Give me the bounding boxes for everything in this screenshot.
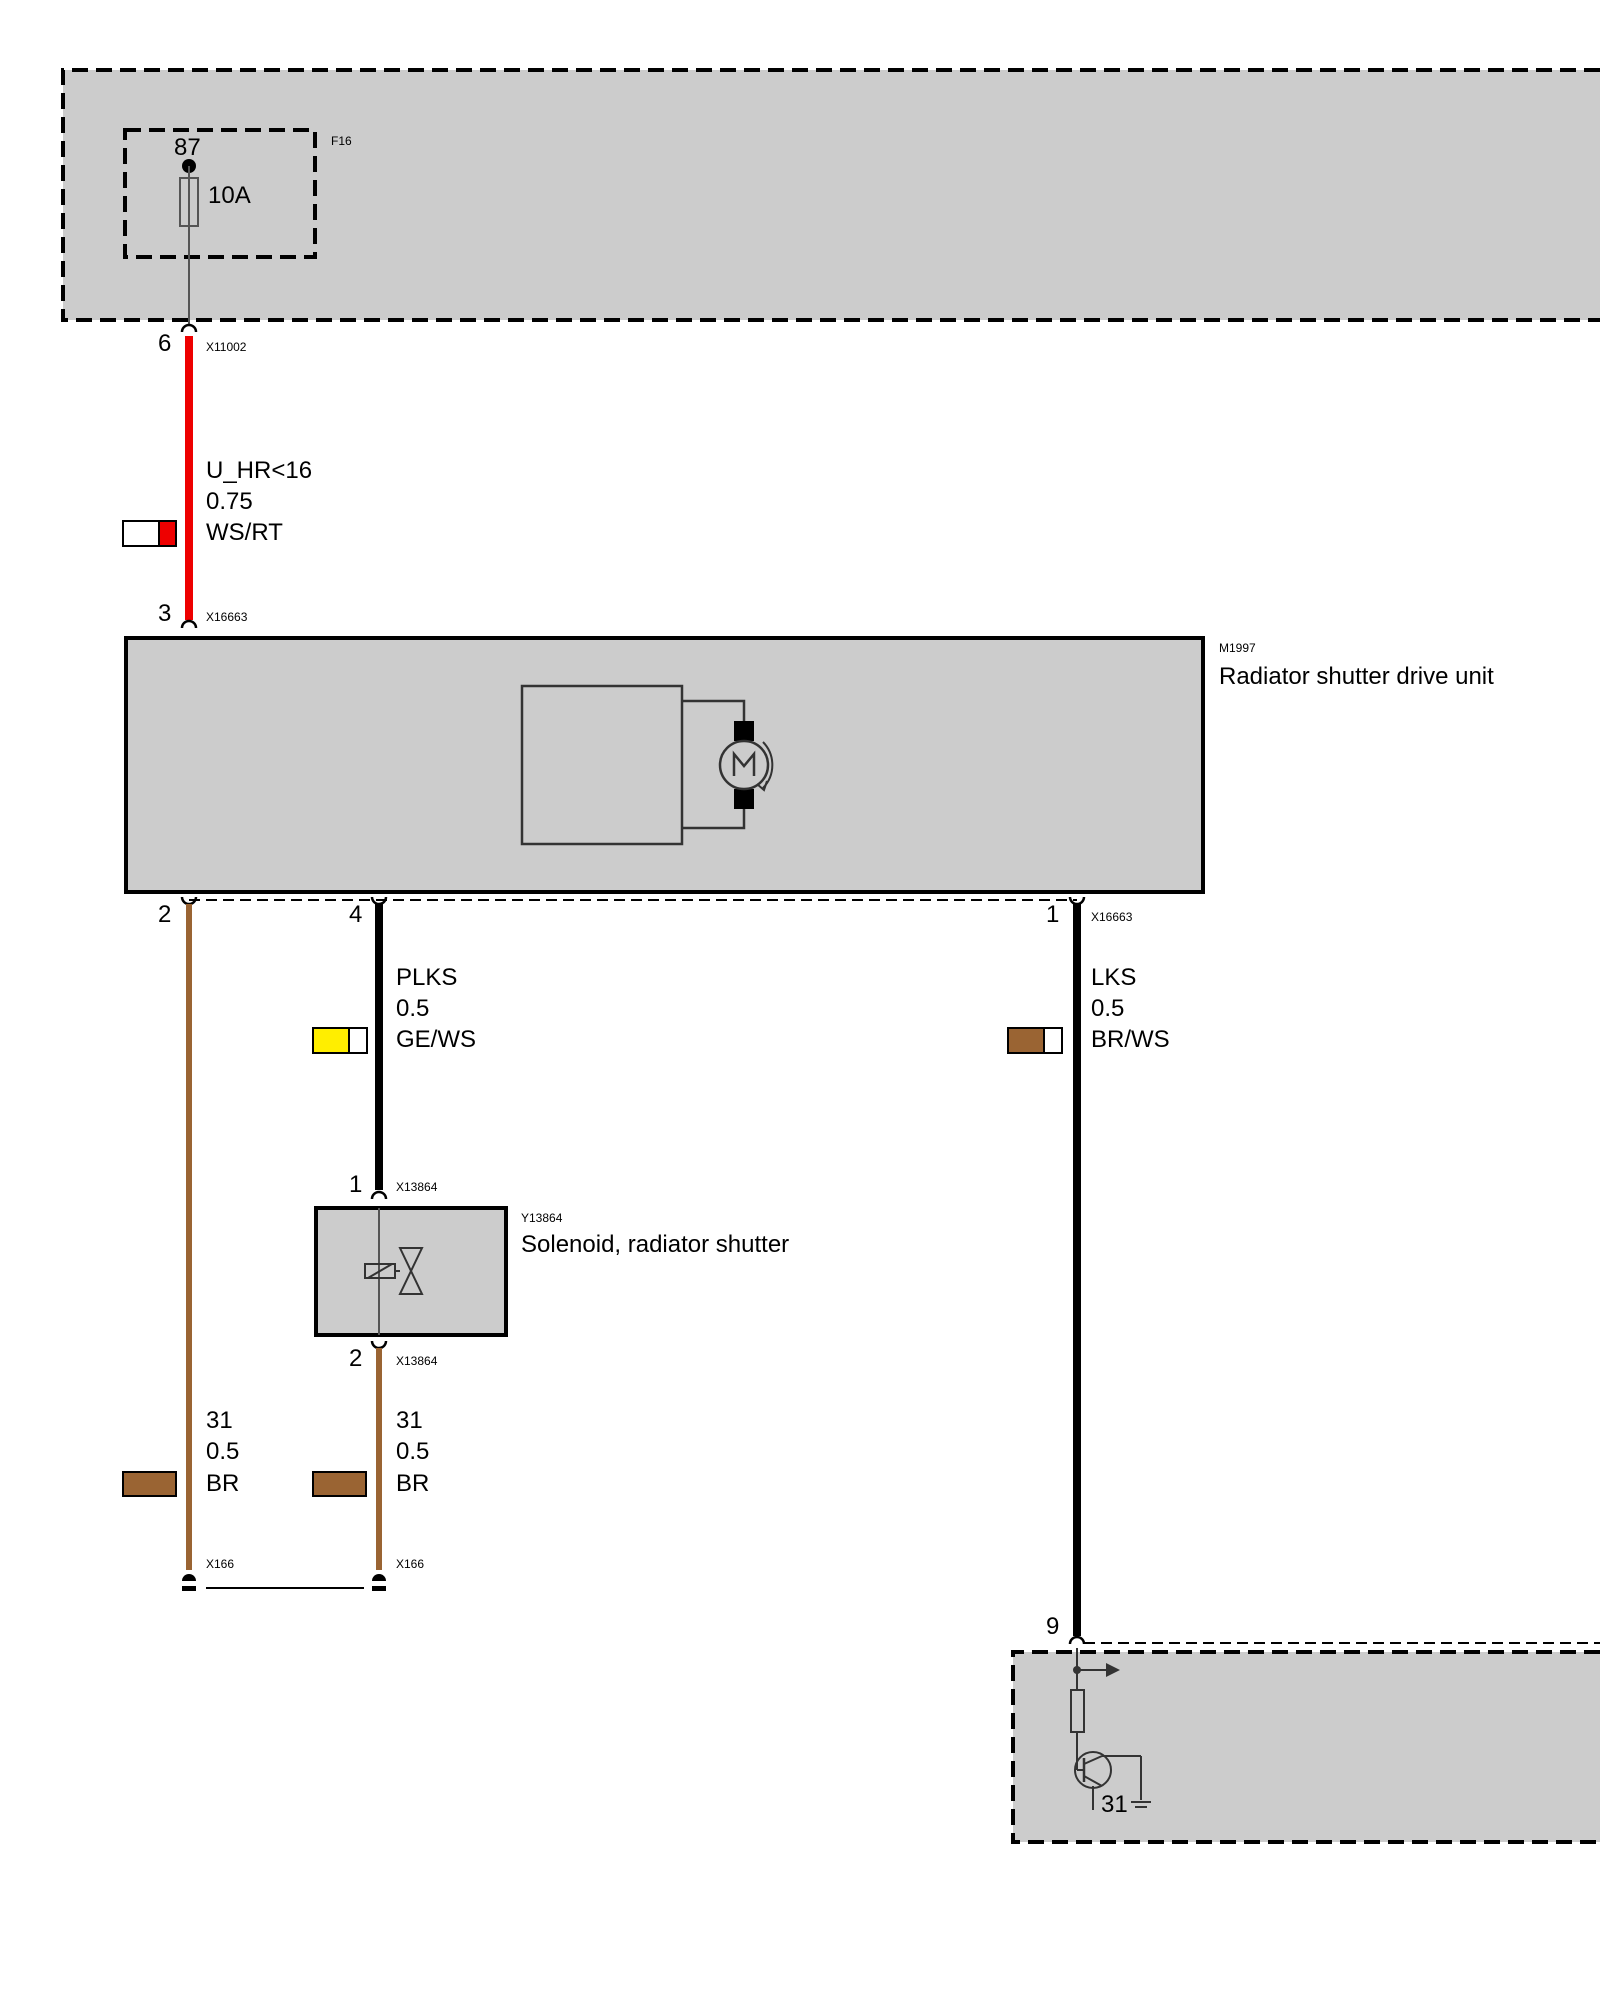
fuse-box [123, 128, 317, 259]
connector-id: X16663 [206, 610, 248, 624]
color-swatch-br-ws [1007, 1027, 1063, 1054]
svg-text:31: 31 [396, 1407, 423, 1434]
color-swatch-br-mid [312, 1471, 367, 1497]
bottom-module: 31 [1011, 1648, 1600, 1844]
svg-text:0.5: 0.5 [396, 995, 429, 1022]
svg-text:BR: BR [396, 1470, 429, 1497]
svg-text:BR: BR [206, 1470, 239, 1497]
connector-id: X11002 [206, 340, 247, 354]
wire-ground-left-label: 31 0.5 BR [206, 1407, 239, 1497]
swatch-primary [312, 1027, 350, 1054]
pin-1-label: 1 [349, 1171, 362, 1198]
top-module: 87 10A F16 [61, 68, 1600, 326]
wire-plks-label: PLKS 0.5 GE/WS [396, 964, 476, 1053]
fuse-terminal-label: 87 [174, 134, 201, 161]
transistor-icon [1074, 1751, 1142, 1810]
arrow-icon [1106, 1663, 1120, 1677]
swatch-primary [1007, 1027, 1045, 1054]
connector-x16663-top: 3 X16663 [158, 600, 248, 629]
fuse-rating: 10A [208, 182, 251, 209]
svg-text:PLKS: PLKS [396, 964, 457, 991]
connector-id-left: X166 [206, 1557, 234, 1571]
solenoid-id: Y13864 [521, 1211, 563, 1225]
swatch-primary [122, 520, 160, 547]
motor-icon [718, 739, 774, 792]
color-swatch-ge-ws [312, 1027, 368, 1054]
ground-label: 31 [1101, 1791, 1128, 1818]
color-swatch-br-left [122, 1471, 177, 1497]
fuse-id: F16 [331, 134, 352, 148]
svg-text:0.5: 0.5 [206, 1438, 239, 1465]
connector-pin-label: 6 [158, 330, 171, 357]
drive-unit-name: Radiator shutter drive unit [1219, 663, 1494, 690]
pin-1-label: 1 [1046, 901, 1059, 928]
connector-x13864-bottom: 2 X13864 [349, 1340, 438, 1372]
svg-text:31: 31 [206, 1407, 233, 1434]
swatch-secondary [158, 520, 177, 547]
pin-2-label: 2 [349, 1345, 362, 1372]
connector-x16663-bottom: 2 4 1 X16663 [158, 896, 1133, 928]
solenoid[interactable]: Y13864 Solenoid, radiator shutter [314, 1206, 789, 1337]
svg-text:WS/RT: WS/RT [206, 519, 283, 546]
svg-text:0.75: 0.75 [206, 488, 253, 515]
svg-text:0.5: 0.5 [396, 1438, 429, 1465]
swatch-secondary [348, 1027, 368, 1054]
connector-id-right: X166 [396, 1557, 424, 1571]
pin-3-label: 3 [158, 600, 171, 627]
ground-icon [1131, 1801, 1151, 1808]
ground-connector-x166: X166 X166 [182, 1557, 424, 1591]
wire-supply-label: U_HR<16 0.75 WS/RT [206, 457, 312, 546]
drive-unit-control-box [520, 684, 684, 846]
pin-2-label: 2 [158, 901, 171, 928]
wire-lks-label: LKS 0.5 BR/WS [1091, 964, 1170, 1053]
connector-id: X13864 [396, 1180, 438, 1194]
svg-text:GE/WS: GE/WS [396, 1026, 476, 1053]
svg-text:LKS: LKS [1091, 964, 1136, 991]
connector-x13864-top: 1 X13864 [349, 1171, 438, 1200]
pin-4-label: 4 [349, 901, 362, 928]
connector-bottom-module: 9 [1046, 1613, 1600, 1645]
svg-text:U_HR<16: U_HR<16 [206, 457, 312, 484]
drive-unit-id: M1997 [1219, 641, 1256, 655]
solenoid-name: Solenoid, radiator shutter [521, 1231, 789, 1258]
color-swatch-ws-rt [122, 520, 177, 547]
svg-text:0.5: 0.5 [1091, 995, 1124, 1022]
svg-text:BR/WS: BR/WS [1091, 1026, 1170, 1053]
solenoid-valve-icon [364, 1247, 424, 1295]
connector-id: X13864 [396, 1354, 438, 1368]
connector-id: X16663 [1091, 910, 1133, 924]
pin-9-label: 9 [1046, 1613, 1059, 1640]
swatch-secondary [1043, 1027, 1063, 1054]
wire-ground-mid-label: 31 0.5 BR [396, 1407, 429, 1497]
drive-unit[interactable]: M1997 Radiator shutter drive unit [124, 636, 1494, 894]
connector-x11002: 6 X11002 [158, 323, 247, 357]
